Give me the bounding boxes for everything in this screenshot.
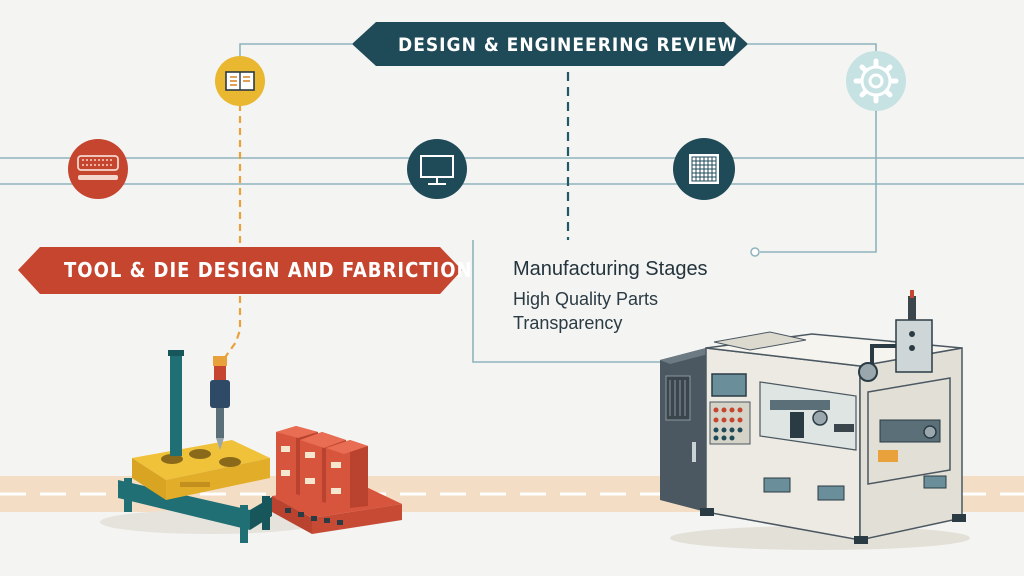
keyboard-icon (68, 139, 128, 199)
top-banner-label: DESIGN & ENGINEERING REVIEW (398, 34, 738, 56)
orange-dashed-line (220, 104, 242, 369)
left-banner-shape (18, 247, 462, 294)
note-transparency: Transparency (513, 313, 623, 333)
cnc-production-machine (660, 290, 970, 550)
gear-icon (846, 51, 906, 111)
monitor-icon (407, 139, 467, 199)
connector-node (750, 247, 760, 257)
note-quality-parts: High Quality Parts (513, 289, 659, 309)
top-banner-shape (352, 22, 748, 66)
connector-lines (0, 43, 1024, 363)
grid-panel-icon (673, 138, 735, 200)
red-crates-stack (272, 426, 402, 534)
manufacturing-stages-title: Manufacturing Stages (513, 258, 708, 280)
left-banner-label: TOOL & DIE DESIGN AND FABRICTION (64, 258, 473, 282)
blueprint-book-icon (215, 56, 265, 106)
tool-die-press-machine (100, 350, 320, 543)
